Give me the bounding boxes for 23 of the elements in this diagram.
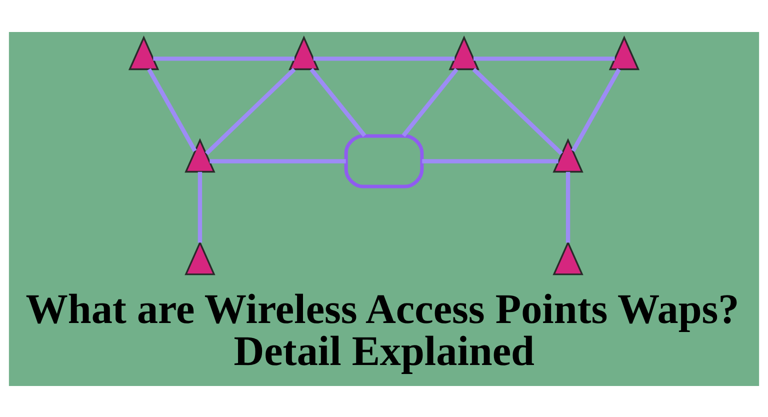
node-antenna [448,35,480,70]
connector [402,67,458,136]
connector [210,158,346,163]
node-antenna [184,240,216,275]
node-router [344,134,424,188]
node-antenna [184,138,216,172]
node-antenna [552,240,584,275]
connector [473,56,615,60]
connector [153,56,294,60]
connector [566,171,570,242]
connector [571,68,621,152]
node-antenna [608,35,640,70]
connector [472,67,563,155]
node-antenna [288,35,320,70]
connector [147,68,197,152]
node-antenna [552,138,584,172]
connector [198,171,202,242]
connector [205,67,296,155]
connector [422,158,558,163]
connector [310,67,366,136]
diagram-title: What are Wireless Access Points Waps? Detail Explained [26,285,740,374]
node-antenna [128,35,160,70]
connector [313,56,455,60]
